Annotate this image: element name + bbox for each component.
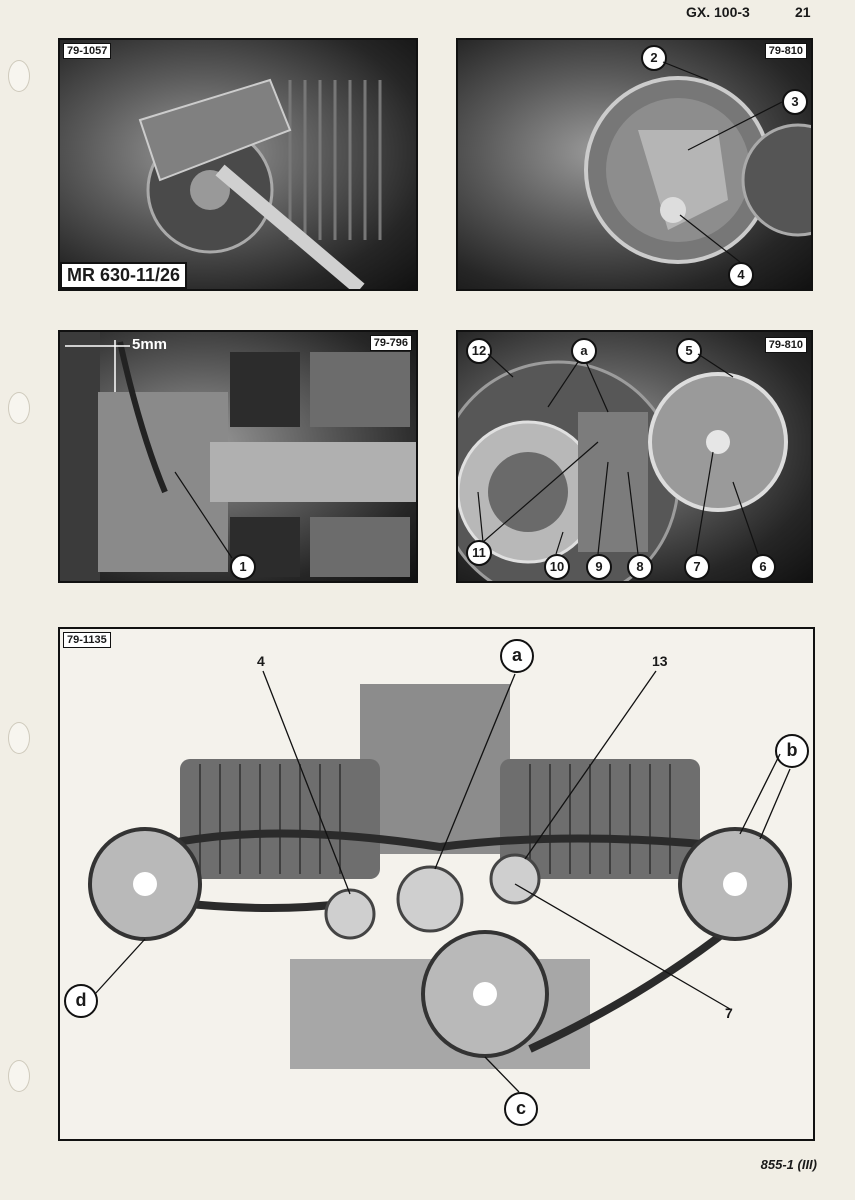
binder-hole <box>8 60 30 92</box>
dimension-label: 5mm <box>132 336 168 353</box>
binder-hole <box>8 392 30 424</box>
photo-79-1135-engine: 79-1135 4 a 13 b d 7 c <box>58 627 815 1141</box>
camshaft-housing-illustration <box>60 332 416 581</box>
photo-79-796: 79-796 5mm 1 <box>58 330 418 583</box>
callout-c: c <box>504 1092 538 1126</box>
callout-4: 4 <box>728 262 754 288</box>
binder-hole <box>8 1060 30 1092</box>
callout-12: 12 <box>466 338 492 364</box>
label-13: 13 <box>652 653 668 669</box>
callout-leaders <box>662 61 783 263</box>
callout-2: 2 <box>641 45 667 71</box>
tool-reference: MR 630-11/26 <box>60 262 188 289</box>
callout-3: 3 <box>782 89 808 115</box>
tensioner-illustration <box>584 76 811 264</box>
pulley-illustration <box>458 360 788 581</box>
figure-id: 79-810 <box>764 337 807 353</box>
callout-10: 10 <box>544 554 570 580</box>
callout-leaders <box>477 353 759 555</box>
callout-11: 11 <box>466 540 492 566</box>
label-7: 7 <box>725 1005 733 1021</box>
photo-79-1057: 79-1057 MR 630-11/26 <box>58 38 418 291</box>
callout-a: a <box>571 338 597 364</box>
callout-1: 1 <box>230 554 256 580</box>
callout-8: 8 <box>627 554 653 580</box>
figure-id: 79-1057 <box>63 43 112 59</box>
label-4: 4 <box>257 653 265 669</box>
callout-d: d <box>64 984 98 1018</box>
footer-code: 855-1 (III) <box>760 1157 817 1172</box>
photo-79-810-pulleys: 79-810 12 a 5 11 10 9 8 7 6 <box>456 330 813 583</box>
figure-id: 79-796 <box>369 335 412 351</box>
callout-7: 7 <box>684 554 710 580</box>
callout-b: b <box>775 734 809 768</box>
figure-id: 79-810 <box>764 43 807 59</box>
doc-code: GX. 100-3 <box>686 4 750 20</box>
engine-head-illustration <box>138 78 382 289</box>
callout-a: a <box>500 639 534 673</box>
callout-leaders <box>94 670 791 1093</box>
binder-hole <box>8 722 30 754</box>
callout-6: 6 <box>750 554 776 580</box>
page-number: 21 <box>795 4 811 20</box>
photo-79-810-tensioner: 79-810 2 3 4 <box>456 38 813 291</box>
figure-id: 79-1135 <box>63 632 111 648</box>
callout-5: 5 <box>676 338 702 364</box>
engine-assembly-illustration <box>88 684 792 1069</box>
callout-9: 9 <box>586 554 612 580</box>
callout-leaders <box>174 471 233 559</box>
